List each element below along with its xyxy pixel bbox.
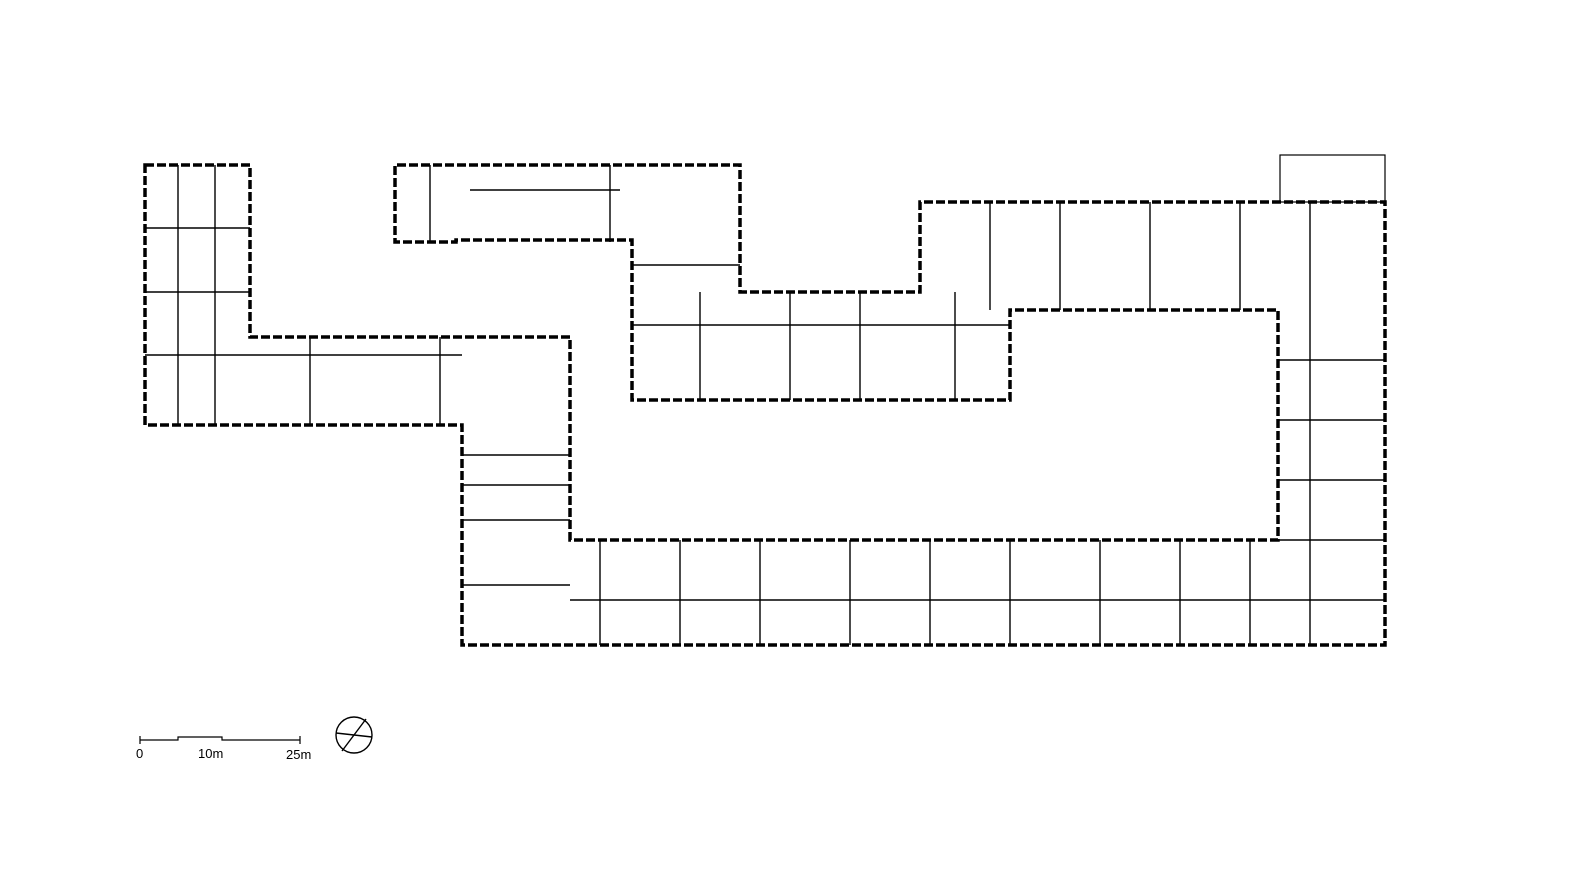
scale-bar-line: [139, 736, 301, 744]
scale-bar: [139, 736, 301, 744]
scale-label-25m: 25m: [286, 747, 311, 762]
building-footprint: [143, 154, 1387, 647]
scale-label-0: 0: [136, 746, 143, 761]
building-outline: [143, 163, 1387, 647]
inner-wall-lines: [145, 165, 1385, 645]
north-arrow-icon: [335, 716, 373, 754]
scale-label-10m: 10m: [198, 746, 223, 761]
roof-terrace-outline: [1279, 154, 1386, 203]
